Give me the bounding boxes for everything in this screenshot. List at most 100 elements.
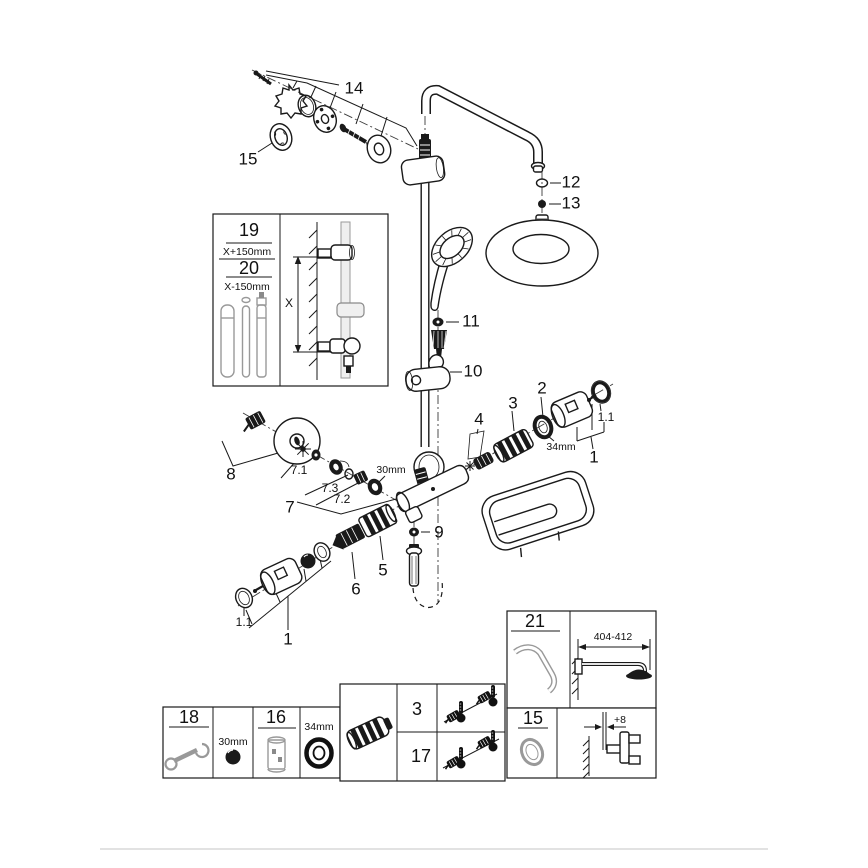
hose-fitting xyxy=(405,544,443,609)
part-1-housing-right xyxy=(550,391,594,428)
inset-rail-heights xyxy=(212,213,389,387)
shower-plate xyxy=(485,219,599,287)
leader-lines xyxy=(221,70,605,630)
ball-part xyxy=(300,553,316,569)
callout-1-left: 1 xyxy=(283,629,292,648)
wall-mount-drawing xyxy=(308,221,365,380)
table-17-number: 17 xyxy=(411,746,431,766)
inset-21-number: 21 xyxy=(525,611,545,631)
table-3-number: 3 xyxy=(412,699,422,719)
callout-7: 7 xyxy=(285,497,294,516)
part-4-check-valve xyxy=(465,452,494,471)
hand-shower-handle xyxy=(430,258,450,311)
table-34mm: 34mm xyxy=(304,721,333,733)
part-7-3-valve-ring xyxy=(329,459,350,475)
x-dimension xyxy=(293,256,332,353)
part-7-2-bushing xyxy=(353,470,368,485)
part-3-thermo-cartridge xyxy=(493,428,534,463)
ring-34mm-icon xyxy=(304,737,334,769)
table-18-number: 18 xyxy=(179,707,199,727)
part-14-wall-bracket-set xyxy=(253,70,392,164)
hand-shower-face xyxy=(430,226,474,268)
callout-11: 11 xyxy=(462,311,480,330)
part-2-ring-nut xyxy=(532,414,554,440)
long-screw-icon xyxy=(339,123,370,147)
hose-curve xyxy=(412,580,443,609)
dim-30mm: 30mm xyxy=(376,464,405,476)
inset-x-label: X xyxy=(285,296,293,310)
part-1-1-cap-right xyxy=(590,380,612,404)
part-1-1-cap-left xyxy=(234,587,254,609)
holder-hook xyxy=(428,354,445,370)
part-12-seal xyxy=(535,178,549,188)
inset-19-dim: X+150mm xyxy=(223,246,271,258)
part-7-1-spline-adapter xyxy=(295,441,311,457)
bottom-outlet xyxy=(404,505,423,524)
callout-1-1-right: 1.1 xyxy=(598,410,615,424)
callout-5: 5 xyxy=(378,560,387,579)
callout-15: 15 xyxy=(239,149,258,168)
inset-15-dim: +8 xyxy=(614,714,626,726)
callout-6: 6 xyxy=(351,579,360,598)
callout-8: 8 xyxy=(226,464,235,483)
shower-arm xyxy=(421,84,546,173)
row-3-icons xyxy=(441,684,498,726)
part-15-spacer-ring xyxy=(269,123,293,151)
mounting-disc xyxy=(312,105,338,133)
rail-tubes xyxy=(220,292,267,378)
spacer-dimension-drawing xyxy=(582,712,641,779)
callout-12: 12 xyxy=(562,172,581,191)
callout-7-2: 7.2 xyxy=(334,492,351,506)
screw-icon xyxy=(253,70,272,86)
inset-20-number: 20 xyxy=(239,258,259,278)
cartridge-pictogram xyxy=(346,716,393,750)
head-shower xyxy=(485,178,599,287)
table-16-number: 16 xyxy=(266,707,286,727)
callout-9: 9 xyxy=(434,522,443,541)
spacer-ring-pictogram xyxy=(519,737,545,767)
escutcheon xyxy=(366,134,392,164)
part-1-housing-left xyxy=(259,557,303,596)
cartridge-sleeve-icon xyxy=(267,736,286,773)
spares-table-left xyxy=(162,706,341,779)
callout-1-1-left: 1.1 xyxy=(236,615,253,629)
inset-20-dim: X-150mm xyxy=(224,281,270,293)
small-o-ring xyxy=(344,468,354,480)
ring-part xyxy=(313,542,331,562)
arm-pictogram xyxy=(513,644,558,694)
valve-body xyxy=(395,451,470,524)
callout-1-right: 1 xyxy=(589,447,598,466)
part-8-handle xyxy=(243,411,321,465)
soap-dish-tray xyxy=(481,470,595,558)
callout-13: 13 xyxy=(562,193,581,212)
labels: 14 15 12 13 11 10 9 8 7.1 7.3 7.2 7 30mm… xyxy=(179,78,632,765)
callout-10: 10 xyxy=(464,361,483,380)
part-11-seal xyxy=(432,317,444,327)
inset-spacer xyxy=(506,707,657,779)
hose-cone-nut xyxy=(431,330,447,358)
nut-30mm xyxy=(367,478,383,496)
spares-table-cartridges xyxy=(339,683,506,782)
star-gasket xyxy=(273,83,309,120)
part-10-glide-holder xyxy=(405,354,451,392)
arm-dimension-drawing xyxy=(571,639,652,700)
row-17-icons xyxy=(441,729,500,772)
part-9-seal xyxy=(409,527,419,537)
callout-4: 4 xyxy=(474,409,483,428)
part-6-valve xyxy=(332,523,365,550)
part-13-ball xyxy=(538,200,546,208)
ball-30mm-icon xyxy=(225,749,241,765)
screw-icon xyxy=(253,585,264,593)
o-ring xyxy=(297,94,317,118)
callout-14: 14 xyxy=(345,78,364,97)
inset-21-dim: 404-412 xyxy=(594,631,633,643)
dim-34mm: 34mm xyxy=(546,441,575,453)
inset-15-number: 15 xyxy=(523,708,543,728)
callout-7-1: 7.1 xyxy=(291,463,308,477)
union-nipple xyxy=(419,134,431,161)
table-30mm: 30mm xyxy=(218,736,247,748)
hand-shower xyxy=(430,226,474,311)
inset-arm xyxy=(506,610,657,709)
